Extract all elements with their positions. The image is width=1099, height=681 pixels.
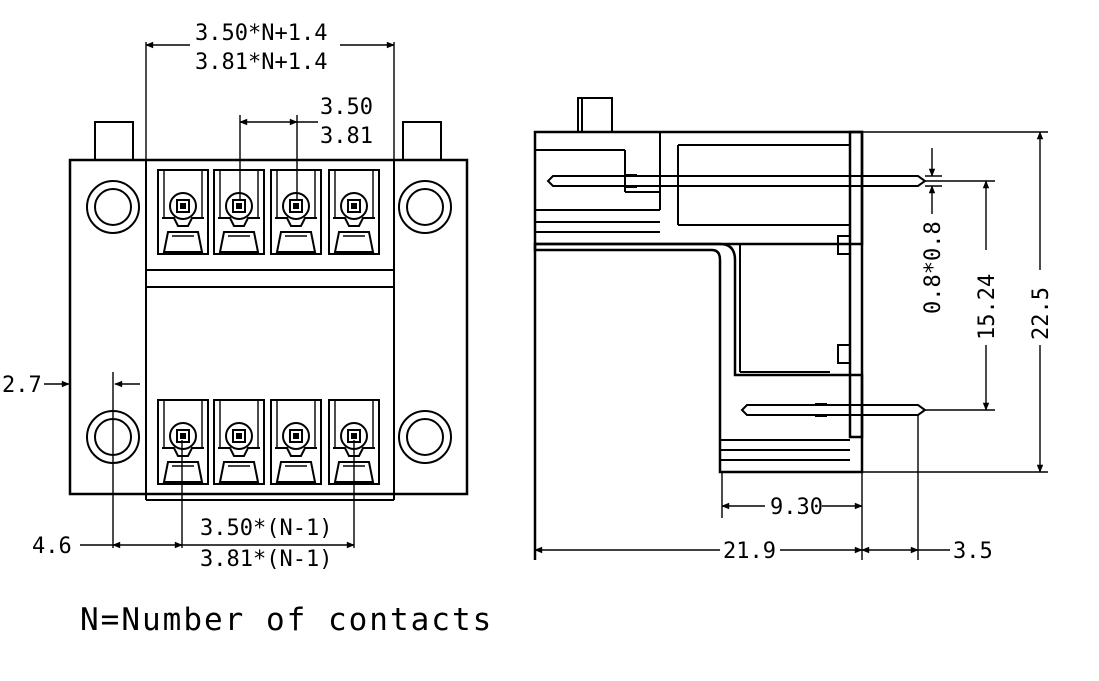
mount-hole-top-left	[86, 180, 140, 234]
lower-pin	[740, 403, 927, 417]
side-dimensions: 0.8*0.8 15.24 22.5 9.30 21.9 3.5	[534, 131, 1054, 564]
flange-offset-label: 2.7	[2, 373, 42, 398]
pin-spacing-label: 15.24	[975, 274, 1000, 340]
contact-cell	[213, 399, 265, 485]
left-top-post	[94, 121, 134, 161]
overall-width-label-1: 3.50*N+1.4	[195, 21, 327, 46]
depth-label: 21.9	[723, 539, 776, 564]
contact-cell	[213, 169, 265, 255]
contact-row-top	[157, 169, 380, 255]
contact-screw	[340, 192, 368, 220]
front-dimensions: 3.50*N+1.4 3.81*N+1.4 3.50 3.81 2.7 4.6 …	[2, 21, 395, 572]
overall-width-label-2: 3.81*N+1.4	[195, 50, 327, 75]
contact-cell	[157, 399, 209, 485]
contact-row-bottom	[157, 399, 380, 485]
side-view	[533, 97, 927, 560]
span-label-1: 3.50*(N-1)	[200, 516, 332, 541]
pitch-label-1: 3.50	[320, 95, 373, 120]
contact-cell	[157, 169, 209, 255]
contacts-note: N=Number of contacts	[80, 602, 493, 638]
front-plate	[848, 130, 864, 439]
contact-cell	[270, 399, 322, 485]
front-view	[68, 121, 469, 501]
mount-hole-top-right	[398, 180, 452, 234]
pitch-label-2: 3.81	[320, 124, 373, 149]
side-top-post	[577, 97, 613, 133]
right-top-post	[402, 121, 442, 161]
inner-depth-label: 9.30	[770, 495, 823, 520]
contact-screw	[225, 192, 253, 220]
front-body	[68, 158, 469, 496]
contact-screw	[169, 422, 197, 450]
contact-cell	[328, 169, 380, 255]
span-label-2: 3.81*(N-1)	[200, 547, 332, 572]
contact-screw	[282, 192, 310, 220]
mount-hole-bottom-right	[398, 410, 452, 464]
contact-screw	[282, 422, 310, 450]
lower-housing	[533, 242, 864, 474]
upper-housing	[533, 130, 864, 246]
contact-cell	[270, 169, 322, 255]
contact-screw	[169, 192, 197, 220]
height-label: 22.5	[1029, 287, 1054, 340]
pin-size-label: 0.8*0.8	[921, 221, 946, 314]
contact-screw	[225, 422, 253, 450]
pin-length-label: 3.5	[953, 539, 993, 564]
upper-pin	[546, 174, 927, 188]
hole-offset-label: 4.6	[32, 534, 72, 559]
